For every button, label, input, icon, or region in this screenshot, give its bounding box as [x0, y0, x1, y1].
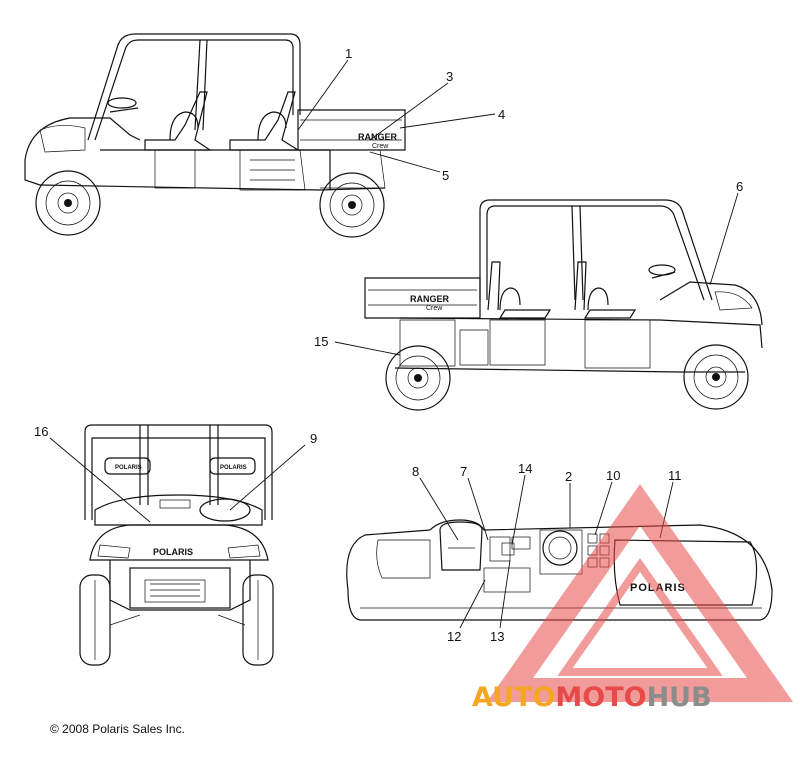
callout-9: 9 [310, 431, 317, 446]
callout-4: 4 [498, 107, 505, 122]
callout-7: 7 [460, 464, 467, 479]
callout-12: 12 [447, 629, 461, 644]
callout-1: 1 [345, 46, 352, 61]
callout-13: 13 [490, 629, 504, 644]
copyright-notice: © 2008 Polaris Sales Inc. [50, 722, 185, 736]
callout-10: 10 [606, 468, 620, 483]
callout-2: 2 [565, 469, 572, 484]
watermark-hub: HUB [647, 682, 712, 713]
front-wheel-right [683, 344, 749, 410]
front-wheel [35, 170, 101, 236]
polaris-hood-decal: POLARIS [153, 547, 193, 557]
callout-6: 6 [736, 179, 743, 194]
vehicle-side-view-left: RANGER Crew [24, 33, 406, 238]
rear-wheel-right [385, 345, 451, 411]
callout-14: 14 [518, 461, 532, 476]
callout-5: 5 [442, 168, 449, 183]
vehicle-side-view-right: RANGER Crew [364, 199, 763, 411]
seat-badge-left: POLARIS [115, 465, 142, 471]
seat-badge-right: POLARIS [220, 465, 247, 471]
callout-8: 8 [412, 464, 419, 479]
callout-16: 16 [34, 424, 48, 439]
ranger-decal-side-right: RANGER [410, 294, 450, 304]
watermark-auto: AUTO [472, 682, 555, 713]
crew-decal-side: Crew [372, 143, 389, 150]
callout-11: 11 [668, 468, 682, 483]
callout-3: 3 [446, 69, 453, 84]
watermark-moto: MOTO [555, 682, 646, 713]
callout-15: 15 [314, 334, 328, 349]
watermark-logo [486, 484, 794, 702]
dashboard-view: POLARIS [346, 519, 773, 621]
crew-decal-side-right: Crew [426, 305, 443, 312]
vehicle-front-view: POLARIS POLARIS POLARIS [79, 424, 274, 666]
rear-wheel [319, 172, 385, 238]
svg-text:AUTOMOTOHUB: AUTOMOTOHUB [472, 682, 712, 713]
ranger-decal-side: RANGER [358, 132, 398, 142]
